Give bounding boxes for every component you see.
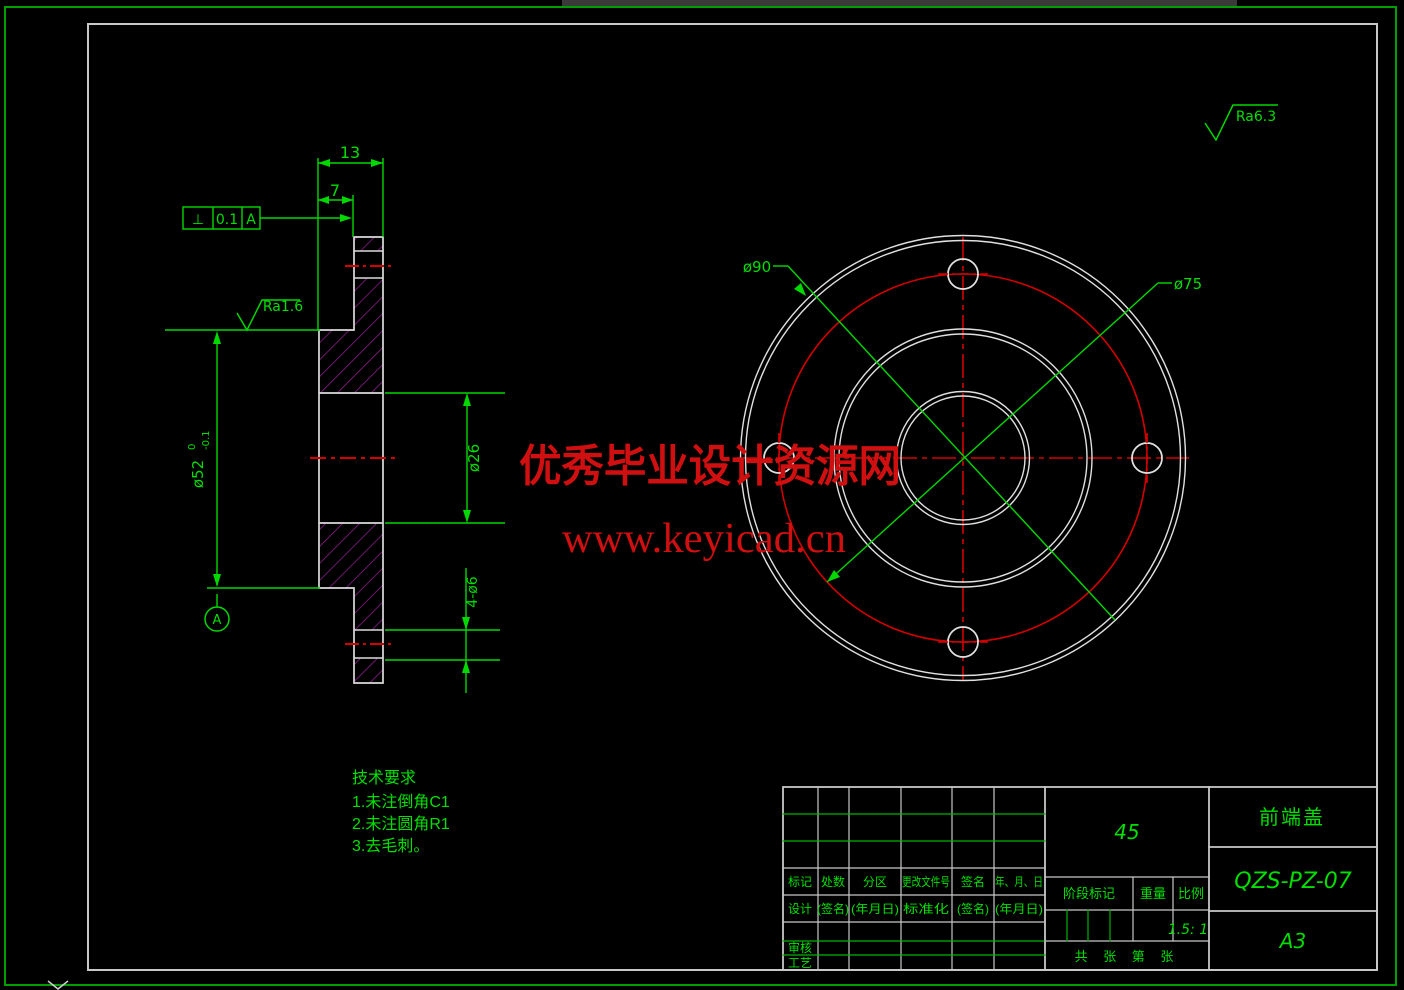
tb-rev-c2: 处数 xyxy=(821,874,845,889)
tb-sheets: 共 张 第 张 xyxy=(1075,949,1180,964)
dim-13-label: 13 xyxy=(340,143,360,162)
dim-d26-label: ø26 xyxy=(465,444,483,472)
dim-d90-label: ø90 xyxy=(743,258,771,276)
tolerance-value: 0.1 xyxy=(216,212,238,228)
arrowhead xyxy=(463,393,471,406)
tb-rev-c3: 分区 xyxy=(863,875,887,889)
tb-sign-c4: 标准化 xyxy=(903,902,949,916)
tb-sign-c6: (年月日) xyxy=(995,902,1043,916)
hatch-region xyxy=(354,237,383,251)
arrowhead xyxy=(462,660,470,673)
bore-circle xyxy=(895,390,1031,526)
tb-rev-c5: 签名 xyxy=(961,874,985,889)
arrowhead xyxy=(342,196,353,204)
outer-circle-inner xyxy=(744,239,1182,677)
dim-d52-tol-lower: -0.1 xyxy=(201,430,212,450)
outer-circle xyxy=(739,234,1187,682)
dim-d52-label-group: ø52 0 -0.1 xyxy=(187,430,212,488)
datum-label: A xyxy=(213,613,222,628)
watermark: 优秀毕业设计资源网 www.keyicad.cn xyxy=(519,442,901,562)
arrowhead xyxy=(463,510,471,523)
arrowhead xyxy=(371,159,383,167)
tolerance-datum: A xyxy=(246,212,256,228)
arrowhead xyxy=(340,214,352,222)
hatch-region xyxy=(354,278,383,330)
mid-circle-inner xyxy=(838,333,1088,583)
hatch-region xyxy=(354,658,383,683)
surface-finish-icon xyxy=(1204,104,1278,142)
hatch-region xyxy=(319,330,383,393)
dim-d75-label: ø75 xyxy=(1174,275,1202,293)
dim-d26-label-group: ø26 xyxy=(465,444,483,472)
hatch-region xyxy=(319,523,383,588)
tb-audit: 审核 xyxy=(788,940,812,955)
part-outline xyxy=(318,236,384,684)
inner-drawing-frame xyxy=(87,23,1378,971)
surface-finish-label: Ra1.6 xyxy=(263,299,303,315)
dim-4xd6-label-group: 4-ø6 xyxy=(465,576,481,608)
arrowhead xyxy=(318,196,329,204)
tb-scale-label: 比例 xyxy=(1178,886,1204,901)
arrowhead xyxy=(827,570,840,582)
dim-4xd6-label: 4-ø6 xyxy=(465,576,481,608)
arrowhead xyxy=(213,331,221,344)
tb-material: 45 xyxy=(1114,820,1139,844)
tb-stage-mark: 阶段标记 xyxy=(1063,886,1115,901)
surface-finish-icon xyxy=(236,299,300,332)
tb-rev-c1: 标记 xyxy=(788,875,812,889)
crosshair-cursor[interactable] xyxy=(47,980,69,990)
outer-green-border xyxy=(4,6,1397,986)
title-block-border xyxy=(782,786,1378,971)
watermark-line2: www.keyicad.cn xyxy=(562,516,846,562)
dim-line xyxy=(787,265,1116,621)
watermark-line1: 优秀毕业设计资源网 xyxy=(519,442,901,491)
arrowhead xyxy=(794,283,806,296)
tb-weight: 重量 xyxy=(1140,886,1166,901)
surface-finish-top-label: Ra6.3 xyxy=(1236,109,1276,125)
top-window-sliver xyxy=(562,0,1237,7)
tb-sign-c5: (签名) xyxy=(957,901,989,916)
datum-circle xyxy=(204,606,230,632)
tb-sign-c1: 设计 xyxy=(788,902,812,916)
tb-scale-value: 1.5: 1 xyxy=(1168,922,1208,938)
tech-req-title: 技术要求 xyxy=(352,769,416,787)
dim-d52-tol-upper: 0 xyxy=(187,444,198,450)
arrowhead xyxy=(462,617,470,630)
bore-circle-inner xyxy=(900,395,1026,521)
title-block: 标记 处数 分区 更改文件号 签名 年、月、日 设计 (签名) (年月日) 标准… xyxy=(782,786,1378,971)
surface-finish-top: Ra6.3 xyxy=(1204,104,1278,142)
tb-sign-c2: (签名) xyxy=(817,901,849,916)
dim-7-label: 7 xyxy=(330,181,340,200)
perpendicularity-symbol: ⊥ xyxy=(192,212,204,228)
arrowhead xyxy=(213,574,221,587)
dim-d52-label: ø52 xyxy=(189,460,207,488)
front-view: ø90 ø75 xyxy=(737,234,1202,682)
tb-part-name: 前端盖 xyxy=(1259,806,1325,829)
tech-req-item: 1.未注倒角C1 xyxy=(352,793,450,811)
tb-rev-c4: 更改文件号 xyxy=(902,874,950,889)
dim-line xyxy=(826,282,1159,583)
side-section-view: 13 7 ⊥ 0.1 A Ra1.6 ø52 0 -0.1 A xyxy=(165,143,505,693)
tb-rev-c6: 年、月、日 xyxy=(995,875,1043,889)
tb-sign-c3: (年月日) xyxy=(851,902,899,916)
tb-drawing-no: QZS-PZ-07 xyxy=(1234,869,1351,894)
tech-req-item: 3.去毛刺。 xyxy=(352,837,429,855)
tb-paper-size: A3 xyxy=(1278,929,1306,953)
arrowhead xyxy=(318,159,330,167)
tech-req-item: 2.未注圆角R1 xyxy=(352,815,450,833)
mid-circle xyxy=(833,328,1093,588)
tb-process: 工艺 xyxy=(788,956,812,970)
hatch-region xyxy=(354,588,383,630)
technical-requirements: 技术要求 1.未注倒角C1 2.未注圆角R1 3.去毛刺。 xyxy=(352,769,450,855)
